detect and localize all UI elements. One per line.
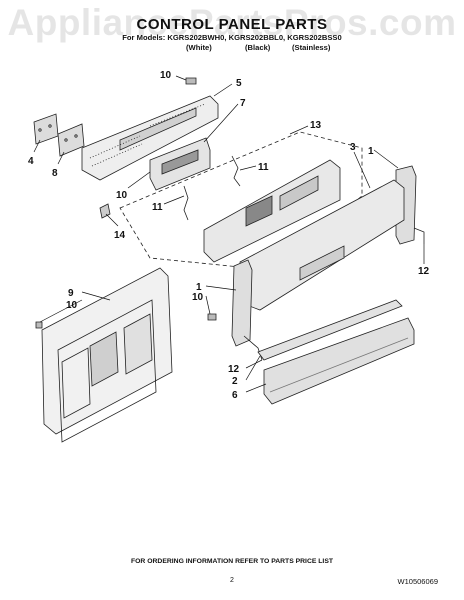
callout-9: 9 (68, 288, 74, 299)
end-cap-left (231, 259, 263, 361)
callout-6: 6 (232, 390, 238, 401)
callout-10-left: 10 (66, 300, 78, 311)
wire-bracket-left (183, 185, 189, 221)
callout-1-right: 1 (368, 146, 374, 157)
model-list: For Models: KGRS202BWH0, KGRS202BBL0, KG… (122, 33, 342, 42)
watermark: AppliancePartsPros.com (7, 2, 457, 43)
control-panel-frame (203, 159, 341, 263)
callout-10-mid: 10 (116, 190, 128, 201)
callout-8: 8 (52, 168, 58, 179)
page-title: CONTROL PANEL PARTS (136, 16, 328, 33)
callout-10-lower: 10 (192, 292, 204, 303)
ordering-note: FOR ORDERING INFORMATION REFER TO PARTS … (130, 558, 334, 565)
callout-1-left: 1 (196, 282, 202, 293)
rear-shield (41, 267, 173, 443)
screw-shield (35, 321, 43, 329)
variant-black: (Black) (245, 43, 271, 52)
callout-12-lower: 12 (228, 364, 240, 375)
trim-strip (257, 299, 403, 361)
leader-lines (33, 75, 425, 393)
panel-base (263, 317, 415, 405)
callout-labels: 10 5 7 13 3 1 4 8 10 11 11 14 12 9 10 1 … (28, 70, 430, 401)
callout-4: 4 (28, 156, 34, 167)
callout-11-left: 11 (152, 202, 163, 213)
variant-stainless: (Stainless) (292, 43, 331, 52)
electronic-control-boards (33, 113, 85, 157)
callout-13: 13 (310, 120, 322, 131)
page-number: 2 (230, 577, 234, 584)
wire-bracket-right (231, 155, 241, 187)
callout-10-top: 10 (160, 70, 172, 81)
callout-12-right: 12 (418, 266, 430, 277)
callout-14: 14 (114, 230, 126, 241)
screw-lower (207, 313, 217, 321)
callout-11-right: 11 (258, 162, 269, 173)
variant-white: (White) (186, 43, 212, 52)
clip-14 (99, 203, 111, 219)
control-housing (149, 137, 211, 191)
callout-3: 3 (350, 142, 356, 153)
screw-top (185, 77, 197, 85)
callout-7: 7 (240, 98, 246, 109)
assembly-outline-13 (119, 131, 363, 271)
callout-2: 2 (232, 376, 238, 387)
callout-5: 5 (236, 78, 242, 89)
document-number: W10506069 (397, 577, 438, 586)
control-bracket (81, 95, 219, 181)
